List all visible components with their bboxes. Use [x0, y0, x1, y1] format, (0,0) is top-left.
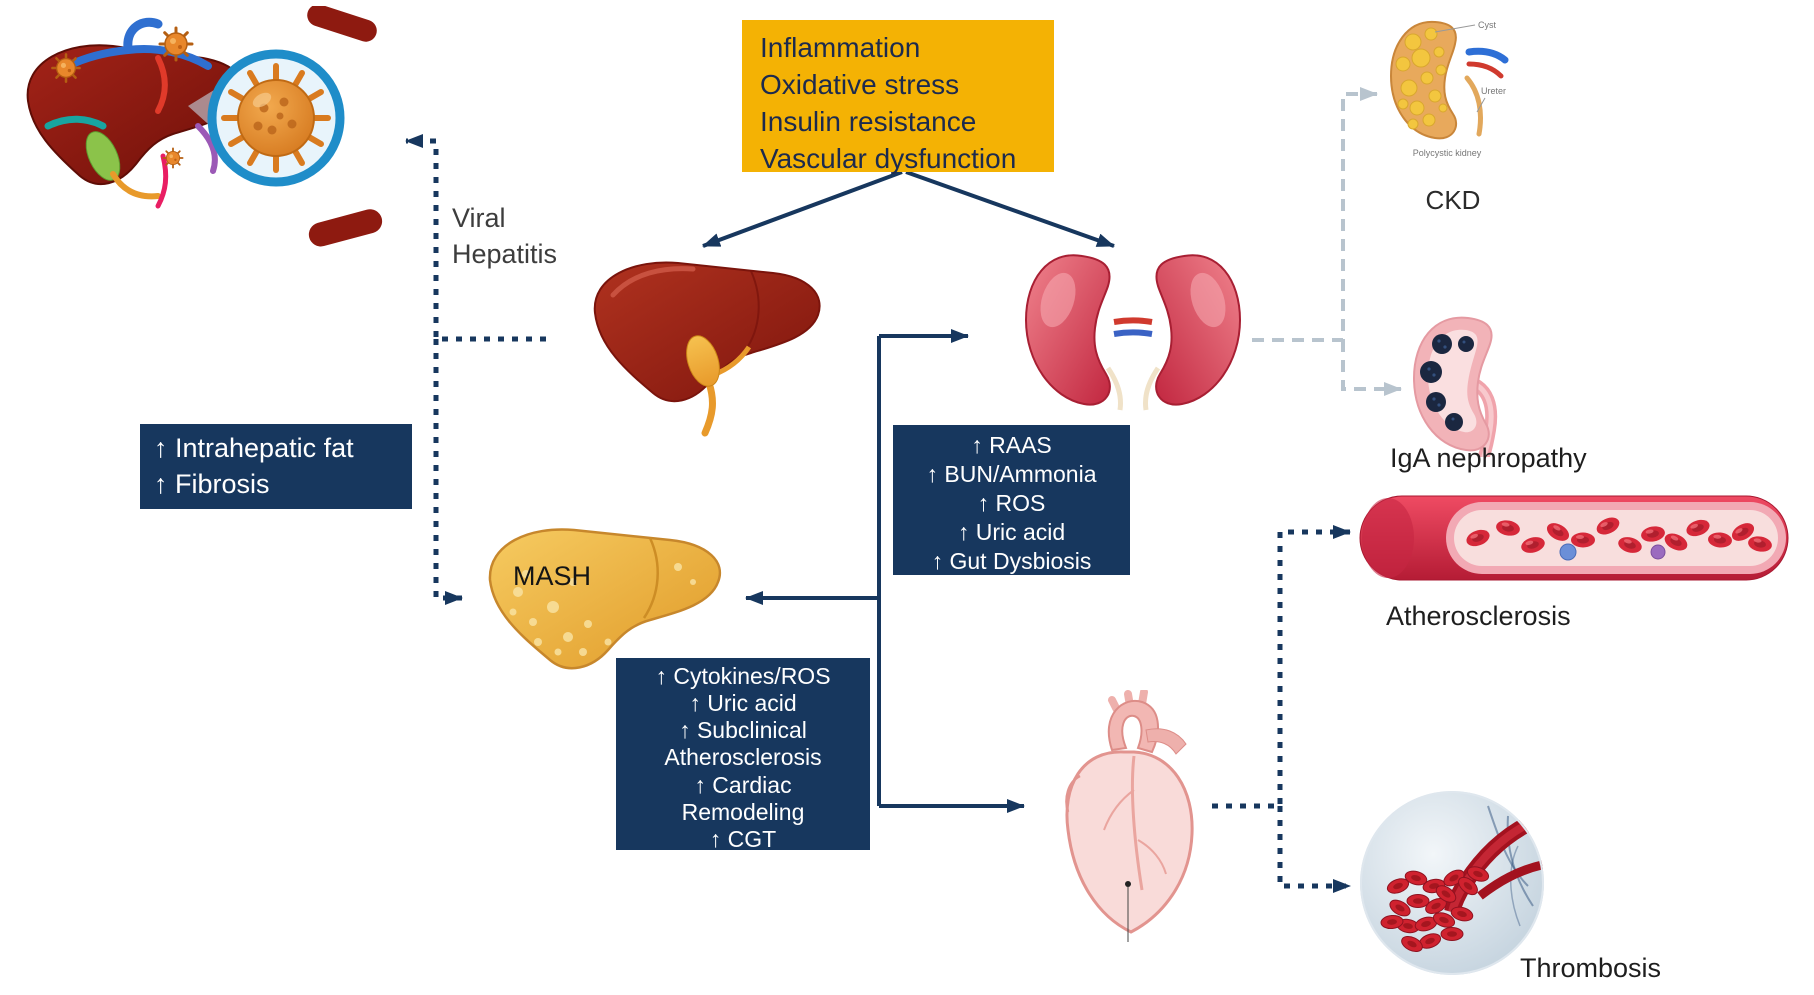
cardiac-effects-line: Atherosclerosis [664, 744, 822, 771]
glomeruli [1420, 334, 1474, 431]
viral-hepatitis-label-line1: Viral [452, 203, 506, 233]
kidneys-illustration [1018, 248, 1248, 413]
iga-nephropathy-kidney-illustration [1408, 312, 1518, 457]
liver-body [26, 44, 244, 185]
cardiac-effects-line: Remodeling [681, 798, 805, 825]
kidney-effects-box: ↑ RAAS ↑ BUN/Ammonia ↑ ROS ↑ Uric acid ↑… [893, 425, 1130, 575]
heart-illustration [1038, 690, 1223, 945]
central-factors-line: Inflammation [760, 32, 921, 63]
kidney-effects-line: ↑ Gut Dysbiosis [931, 547, 1092, 574]
cardiac-effects-line: ↑ Cytokines/ROS [655, 663, 831, 689]
liver-body [488, 528, 721, 670]
dashed-arrow-kidneys-to-ckd [1252, 87, 1378, 342]
cardiac-effects-line: ↑ Uric acid [689, 690, 797, 717]
aorta [1107, 699, 1159, 754]
left-kidney [1024, 254, 1111, 406]
mash-fatty-liver-illustration [478, 512, 733, 697]
dotted-arrow-to-mash [433, 339, 463, 605]
vessel-segment [307, 6, 377, 42]
magnified-virus [221, 63, 331, 173]
atherosclerosis-label: Atherosclerosis [1386, 601, 1571, 631]
right-kidney [1155, 254, 1242, 406]
gallbladder [686, 335, 720, 387]
kidney-effects-line: ↑ RAAS [971, 432, 1052, 458]
central-factors-line: Insulin resistance [760, 105, 977, 137]
kidney-effects-line: ↑ ROS [977, 489, 1046, 516]
cysts [1395, 27, 1448, 130]
cardiac-effects-line: ↑ Cardiac [694, 771, 792, 798]
liver-effects-line: ↑ Intrahepatic fat [154, 433, 354, 463]
thrombosis-label: Thrombosis [1520, 953, 1662, 983]
virus-icon [162, 147, 184, 169]
liver-effects-box: ↑ Intrahepatic fat ↑ Fibrosis [140, 424, 412, 509]
virus-icon [51, 53, 81, 83]
annotation-dot [1125, 881, 1131, 887]
ureter-tiny-label: Ureter [1481, 86, 1506, 96]
polycystic-caption: Polycystic kidney [1413, 148, 1482, 158]
arrow-factors-to-liver [702, 170, 903, 248]
kidney-effects-line: ↑ Uric acid [957, 518, 1066, 545]
ckd-label: CKD [1425, 185, 1481, 215]
healthy-liver-illustration [583, 243, 831, 438]
cardiac-effects-box: ↑ Cytokines/ROS ↑ Uric acid ↑ Subclinica… [616, 658, 870, 852]
heart-body [1065, 750, 1194, 934]
cardiac-effects-line: ↑ Subclinical [679, 717, 807, 744]
iga-nephropathy-label: IgA nephropathy [1390, 443, 1587, 473]
viral-hepatitis-label: Viral Hepatitis [452, 200, 557, 273]
liver-effects-line: ↑ Fibrosis [154, 469, 270, 500]
vessel-segment [308, 209, 383, 247]
liver-body [593, 261, 821, 403]
dashed-arrow-kidneys-to-iga [1341, 340, 1402, 396]
virus-icon [158, 26, 194, 62]
dotted-arrow-heart-to-thrombosis [1277, 806, 1351, 893]
polycystic-kidney-illustration: Cyst Ureter Polycystic kidney [1383, 12, 1518, 162]
atherosclerosis-vessel-illustration [1358, 490, 1790, 586]
ureter [1464, 75, 1483, 137]
central-factors-box: Inflammation Oxidative stress Insulin re… [742, 20, 1054, 174]
cyst-tiny-label: Cyst [1478, 20, 1496, 30]
fat-spots [509, 563, 696, 656]
cardiac-effects-line: ↑ CGT [709, 825, 777, 852]
dotted-arrow-heart-to-atherosclerosis [1212, 525, 1351, 809]
viral-hepatitis-liver-illustration [8, 6, 393, 268]
arrow-factors-to-kidneys [905, 170, 1115, 248]
mash-label: MASH [513, 561, 592, 591]
thrombosis-illustration [1358, 786, 1546, 981]
central-factors-line: Oxidative stress [760, 68, 960, 100]
kidney-effects-line: ↑ BUN/Ammonia [926, 460, 1097, 487]
viral-hepatitis-label-line2: Hepatitis [452, 239, 558, 270]
blood-cells [1464, 514, 1774, 561]
central-factors-line: Vascular dysfunction [760, 142, 1017, 174]
